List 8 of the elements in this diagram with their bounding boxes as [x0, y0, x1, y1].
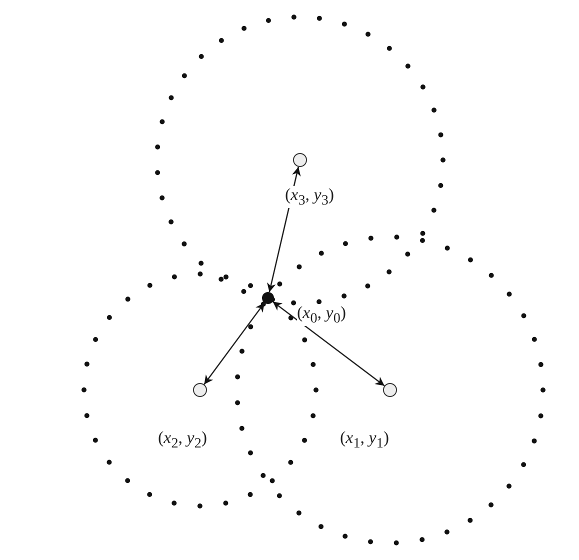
coordinate-label: (x$_{3}$, y$_{3}$)	[285, 186, 334, 208]
arrow	[204, 302, 265, 385]
arrow	[272, 301, 385, 386]
target-dot	[262, 292, 274, 304]
anchor-circle	[293, 153, 307, 167]
anchor-circle	[383, 383, 397, 397]
coordinate-label: (x$_{0}$, y$_{0}$)	[297, 304, 346, 326]
anchor-circle	[193, 383, 207, 397]
